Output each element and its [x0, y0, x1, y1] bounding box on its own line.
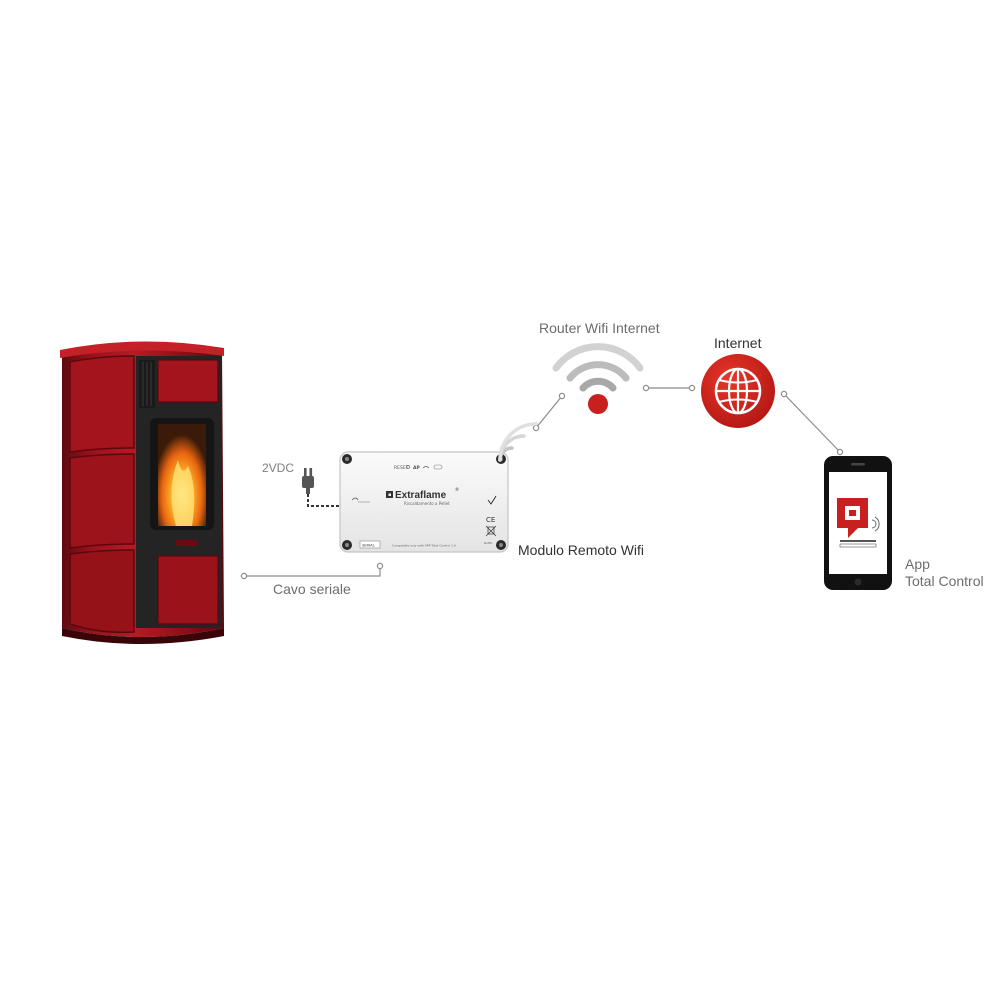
module-reset-text: RESET: [394, 465, 409, 471]
router-red-dot: [588, 394, 608, 414]
module-router-line: [535, 395, 563, 429]
power-label: 2VDC: [262, 461, 295, 475]
module-brand-text: Extraflame: [395, 490, 447, 501]
weee-bin-icon: [485, 525, 497, 537]
compat-text: Compatible only with APP Total Control 1…: [392, 544, 456, 548]
app-label-line1: App: [905, 556, 930, 572]
serial-port: [359, 540, 381, 549]
connector-lines: [244, 387, 841, 577]
extraflame-logo: Extraflame ® Riscaldamento a Pellet: [386, 487, 459, 506]
serial-port-text: SERIAL: [362, 544, 375, 548]
ce-mark-text: CE: [486, 516, 495, 524]
serial-cable-line: [244, 566, 381, 577]
module-wifi-led-icon: [422, 466, 430, 469]
checkmark-icon: [487, 495, 497, 505]
power-plug-icon: [302, 468, 346, 507]
module-label: Modulo Remoto Wifi: [518, 542, 645, 558]
cable-label: Cavo seriale: [273, 581, 351, 597]
rohs-text: RoHS: [484, 541, 492, 545]
globe-icon: [701, 354, 775, 428]
module-ap-text: AP: [413, 465, 420, 471]
remote-wifi-module: RESET AP Extraflame ® Riscaldamento a Pe…: [339, 422, 538, 553]
module-brand-sup: ®: [455, 487, 459, 492]
internet-label: Internet: [714, 335, 762, 351]
smartphone-icon: [824, 456, 892, 590]
connector-dots: [240, 384, 844, 580]
internet-phone-line: [783, 393, 841, 453]
wifi-router-icon: [552, 343, 644, 414]
module-cloud-led-icon: [433, 464, 443, 470]
router-label: Router Wifi Internet: [539, 320, 660, 336]
app-label-line2: Total Control: [905, 573, 984, 589]
module-power-port-icon: [351, 497, 359, 501]
pellet-stove: [60, 341, 224, 644]
wifi-signal-icon: [498, 422, 538, 462]
module-tagline-text: Riscaldamento a Pellet: [404, 501, 450, 506]
total-control-app-logo: [837, 498, 880, 548]
